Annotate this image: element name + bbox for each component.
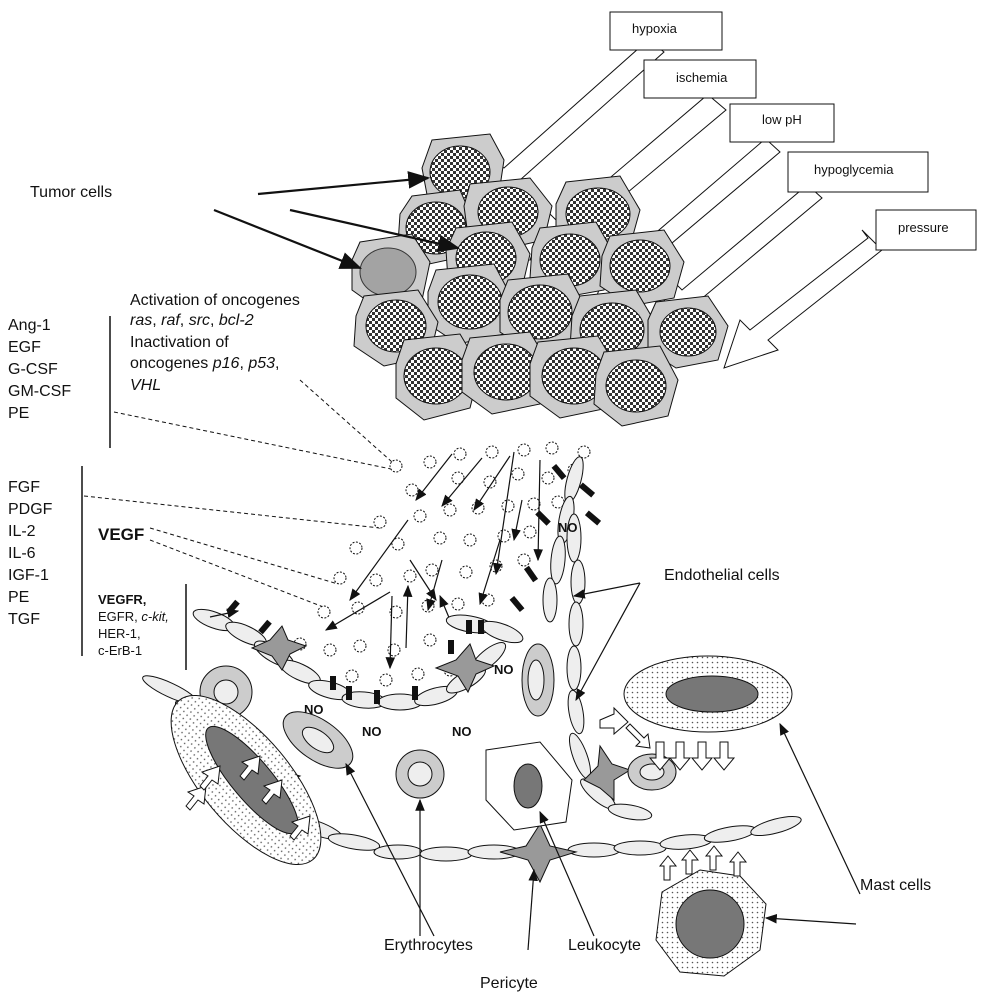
factor-item: PE bbox=[8, 405, 29, 422]
vegf-label: VEGF bbox=[98, 525, 144, 544]
tumor-cell bbox=[594, 346, 678, 426]
erythrocytes-label: Erythrocytes bbox=[384, 937, 473, 954]
factors-group1: Ang-1 EGF G-CSF GM-CSF PE bbox=[8, 317, 71, 422]
factor-item: FGF bbox=[8, 479, 40, 496]
no-label: NO bbox=[452, 724, 472, 739]
factor-item: GM-CSF bbox=[8, 383, 71, 400]
tumor-cells-label: Tumor cells bbox=[30, 184, 112, 201]
receptor-cerb: c-ErB-1 bbox=[98, 643, 142, 658]
receptor-her1: HER-1, bbox=[98, 626, 141, 641]
oncogenes-line2: ras, raf, src, bcl-2 bbox=[130, 312, 254, 329]
mast-cell bbox=[656, 870, 766, 976]
dashed-pointers bbox=[84, 380, 396, 608]
leukocyte-label: Leukocyte bbox=[568, 937, 641, 954]
factor-item: IL-2 bbox=[8, 523, 36, 540]
pericyte-shape bbox=[500, 824, 576, 882]
oncogenes-line5: VHL bbox=[130, 377, 161, 394]
tumor-cluster bbox=[352, 134, 728, 426]
pressure-label: pressure bbox=[898, 220, 949, 235]
tumor-cell bbox=[428, 264, 512, 344]
ischemia-box: ischemia bbox=[644, 60, 756, 98]
erythrocyte bbox=[396, 750, 444, 798]
factor-item: G-CSF bbox=[8, 361, 58, 378]
oncogenes-line1: Activation of oncogenes bbox=[130, 292, 300, 309]
ischemia-label: ischemia bbox=[676, 70, 728, 85]
low-ph-box: low pH bbox=[730, 104, 834, 142]
erythrocyte bbox=[522, 644, 554, 716]
factor-item: IGF-1 bbox=[8, 567, 49, 584]
receptors-list: VEGFR, EGFR, c-kit, HER-1, c-ErB-1 bbox=[98, 592, 169, 658]
factors-group2: FGF PDGF IL-2 IL-6 IGF-1 PE TGF bbox=[8, 479, 53, 628]
factor-item: IL-6 bbox=[8, 545, 36, 562]
endothelial-cells-label: Endothelial cells bbox=[664, 567, 780, 584]
oncogenes-text: Activation of oncogenes ras, raf, src, b… bbox=[130, 292, 300, 394]
mast-cells-label: Mast cells bbox=[860, 877, 931, 894]
hypoglycemia-box: hypoglycemia bbox=[788, 152, 928, 192]
factor-item: TGF bbox=[8, 611, 40, 628]
low-ph-label: low pH bbox=[762, 112, 802, 127]
oncogenes-line3: Inactivation of bbox=[130, 334, 229, 351]
hypoxia-box: hypoxia bbox=[610, 12, 722, 50]
hypoxia-label: hypoxia bbox=[632, 21, 678, 36]
oncogenes-line4: oncogenes p16, p53, bbox=[130, 355, 280, 372]
factor-item: PDGF bbox=[8, 501, 53, 518]
receptor-vegfr: VEGFR, bbox=[98, 592, 146, 607]
pressure-box: pressure bbox=[876, 210, 976, 250]
mast-cell bbox=[624, 656, 792, 732]
hypoglycemia-label: hypoglycemia bbox=[814, 162, 894, 177]
no-label: NO bbox=[362, 724, 382, 739]
factor-item: PE bbox=[8, 589, 29, 606]
factor-item: Ang-1 bbox=[8, 317, 51, 334]
no-label: NO bbox=[558, 520, 578, 535]
factor-item: EGF bbox=[8, 339, 41, 356]
receptor-line2: EGFR, c-kit, bbox=[98, 609, 169, 624]
no-label: NO bbox=[494, 662, 514, 677]
pericyte-label: Pericyte bbox=[480, 975, 538, 992]
leukocyte bbox=[486, 742, 572, 830]
